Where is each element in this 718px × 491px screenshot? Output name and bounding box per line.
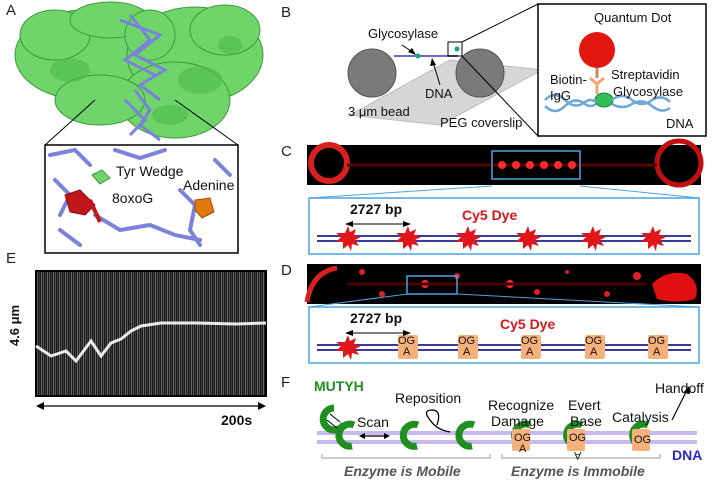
panel-label-f: F [281, 374, 291, 391]
coverslip-label: PEG coverslip [440, 115, 523, 130]
optical-trap-diagram [347, 3, 707, 137]
a-label-d3: A [526, 346, 534, 358]
panel-label-d: D [281, 262, 292, 279]
a-label-d1: A [403, 346, 411, 358]
og-label-f1: OG [514, 432, 532, 444]
panel-label-e: E [6, 250, 17, 267]
reposition-label: Reposition [395, 390, 462, 406]
a-label-d5: A [653, 346, 661, 358]
kymograph-image-c [307, 138, 704, 188]
base-label: Base [570, 413, 602, 429]
dna-label-b: DNA [425, 86, 453, 101]
adenine-label: Adenine [183, 177, 235, 193]
recognize-label: Recognize [488, 397, 555, 413]
kymograph-e [35, 270, 267, 397]
dye-schematic-d [308, 293, 700, 364]
a-label-f1: A [519, 443, 527, 455]
og-label-d4: OG [585, 335, 603, 347]
dye-label-c: Cy5 Dye [462, 207, 518, 223]
panel-label-b: B [281, 4, 292, 21]
dye-schematic-c [308, 185, 700, 255]
time-axis-arrow [36, 402, 266, 410]
dye-label-d: Cy5 Dye [500, 316, 556, 332]
glycosylase-inset-label: Glycosylase [613, 84, 684, 99]
igg-label: IgG [550, 88, 571, 103]
a-label-d2: A [463, 346, 471, 358]
oxog-label: 8oxoG [112, 190, 154, 206]
kymo-xlabel: 200s [221, 412, 253, 428]
og-label-f3: OG [634, 434, 652, 446]
a-label-d4: A [590, 346, 598, 358]
og-label-f2: OG [569, 432, 587, 444]
evert-label: Evert [568, 397, 601, 413]
biotin-label: Biotin- [550, 72, 587, 87]
protein-structure [14, 1, 264, 254]
tyr-wedge-label: Tyr Wedge [116, 163, 184, 179]
scan-label: Scan [357, 414, 389, 430]
panel-label-a: A [6, 2, 17, 19]
kymograph-image-d [304, 264, 701, 304]
damage-label: Damage [491, 413, 544, 429]
glycosylase-label: Glycosylase [368, 26, 439, 41]
mobile-label: Enzyme is Mobile [344, 463, 461, 479]
panel-label-c: C [281, 143, 292, 160]
quantum-dot-label: Quantum Dot [594, 10, 672, 25]
og-label-d5: OG [648, 335, 666, 347]
streptavidin-label: Streptavidin [611, 67, 680, 82]
mechanism-diagram [317, 386, 697, 459]
immobile-label: Enzyme is Immobile [511, 463, 645, 479]
dna-label-f: DNA [672, 447, 703, 463]
catalysis-label: Catalysis [612, 409, 669, 425]
og-label-d3: OG [521, 335, 539, 347]
dna-inset-label: DNA [666, 116, 694, 131]
spacing-label-d: 2727 bp [350, 310, 403, 326]
bead-label: 3 μm bead [348, 104, 410, 119]
og-label-d2: OG [458, 335, 476, 347]
mutyh-label: MUTYH [314, 378, 364, 394]
a-label-f2: A [574, 449, 582, 461]
handoff-label: Handoff [655, 380, 704, 396]
spacing-label-c: 2727 bp [350, 201, 403, 217]
kymo-ylabel: 4.6 μm [7, 304, 23, 347]
og-label-d1: OG [398, 335, 416, 347]
